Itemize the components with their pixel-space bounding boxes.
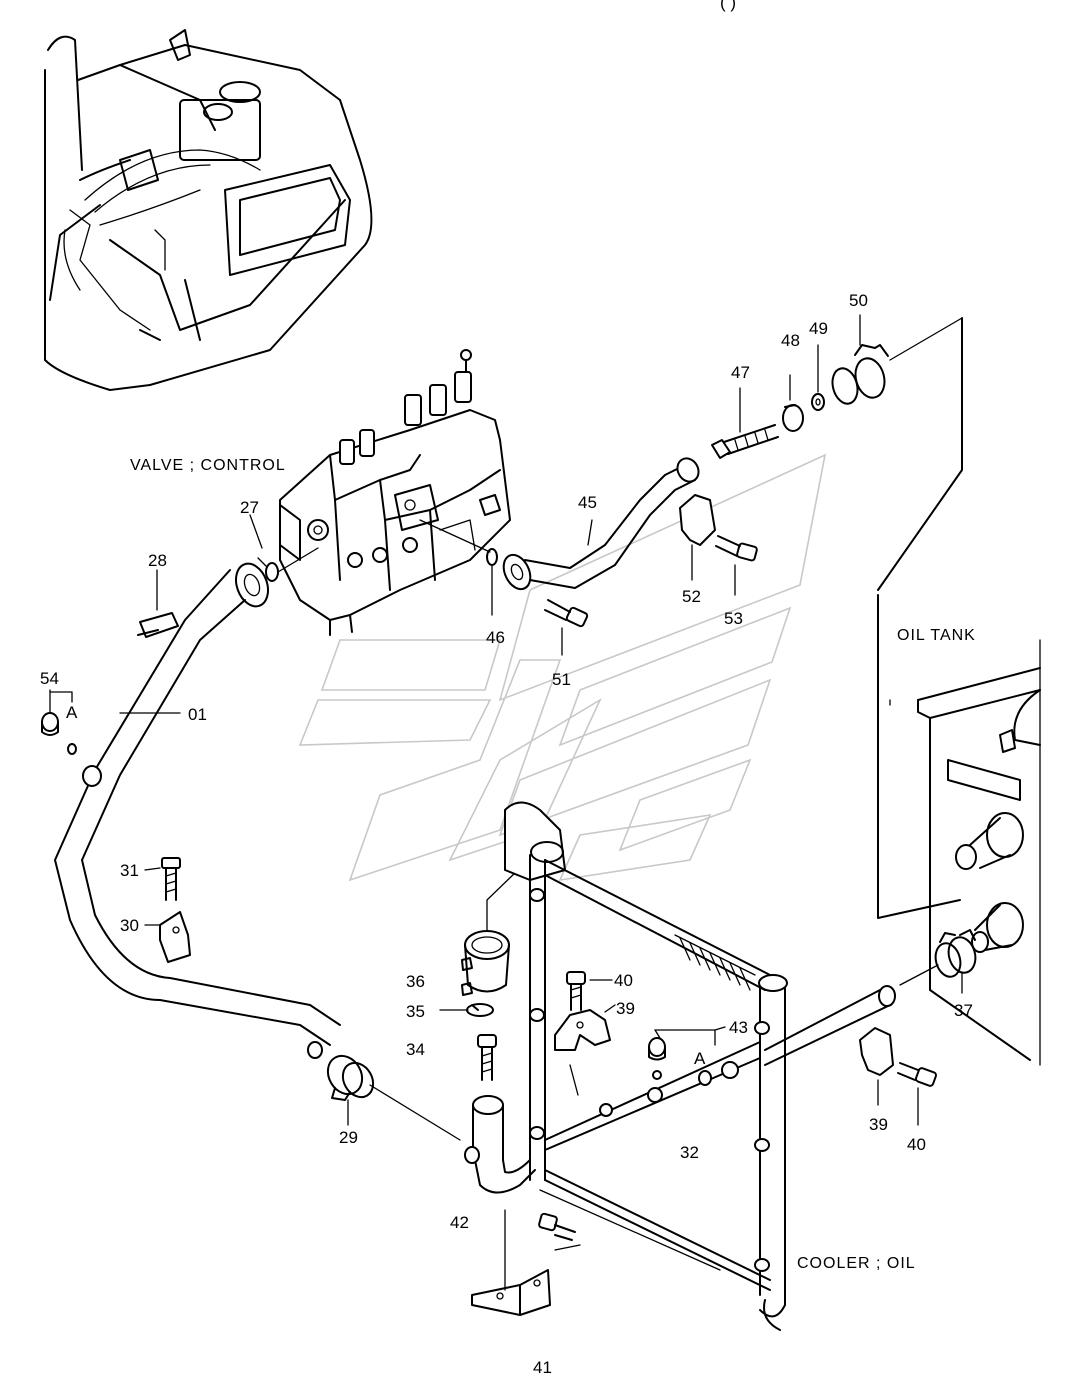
machine-overview-illustration — [44, 29, 373, 391]
callout-51: 51 — [552, 670, 571, 689]
plug-43-detail — [648, 1026, 726, 1080]
callout-01: 01 — [188, 705, 207, 724]
callout-detail-a-right: A — [694, 1049, 706, 1068]
callout-37: 37 — [954, 1001, 973, 1020]
callout-28: 28 — [148, 551, 167, 570]
plug-54-detail — [41, 689, 77, 755]
clamp-39-bolt-40-center — [554, 971, 616, 1096]
control-valve-illustration — [279, 349, 511, 636]
oil-cooler-illustration — [504, 801, 896, 1331]
clamp-37-39-bolt-40-right — [859, 929, 977, 1126]
callout-39-right: 39 — [869, 1115, 888, 1134]
callout-36: 36 — [406, 972, 425, 991]
cooler-oil-caption: COOLER ; OIL — [797, 1255, 916, 1272]
callout-52: 52 — [682, 587, 701, 606]
callout-42: 42 — [450, 1213, 469, 1232]
callout-27: 27 — [240, 498, 259, 517]
callout-40-right: 40 — [907, 1135, 926, 1154]
clamp-52-bolt-53 — [679, 494, 758, 596]
callout-48: 48 — [781, 331, 800, 350]
callout-32: 32 — [680, 1143, 699, 1162]
callout-43: 43 — [729, 1018, 748, 1037]
valve-control-caption: VALVE ; CONTROL — [130, 457, 286, 474]
oil-tank-caption: OIL TANK — [897, 627, 976, 644]
callout-numbers: 01 27 28 29 30 31 32 34 35 36 37 39 39 4… — [40, 291, 973, 1377]
callout-46: 46 — [486, 628, 505, 647]
callout-31: 31 — [120, 861, 139, 880]
leader-lines — [156, 514, 891, 706]
callout-45: 45 — [578, 493, 597, 512]
callout-34: 34 — [406, 1040, 425, 1059]
callout-49: 49 — [809, 319, 828, 338]
callout-53: 53 — [724, 609, 743, 628]
header-fragment: ( ) — [720, 0, 736, 12]
callout-54: 54 — [40, 669, 59, 688]
clamp-30-bolt-31 — [144, 857, 191, 963]
callout-41: 41 — [533, 1358, 552, 1377]
callout-29: 29 — [339, 1128, 358, 1147]
callout-39-center: 39 — [616, 999, 635, 1018]
elbow-pipe-bracket-41 — [464, 1095, 581, 1316]
callout-35: 35 — [406, 1002, 425, 1021]
pipe-45-assembly — [419, 457, 700, 656]
hose-clamp-29 — [326, 1054, 461, 1141]
callout-detail-a-left: A — [66, 703, 78, 722]
callout-47: 47 — [731, 363, 750, 382]
hose-01-assembly — [54, 547, 341, 1059]
callout-40-center: 40 — [614, 971, 633, 990]
bolt-47-spacer-48-washer-49-clamp-50 — [711, 314, 889, 459]
callout-50: 50 — [849, 291, 868, 310]
clamp-36-ring-35-fitting-34 — [439, 869, 519, 1081]
oil-tank-illustration — [877, 317, 1041, 1066]
callout-30: 30 — [120, 916, 139, 935]
